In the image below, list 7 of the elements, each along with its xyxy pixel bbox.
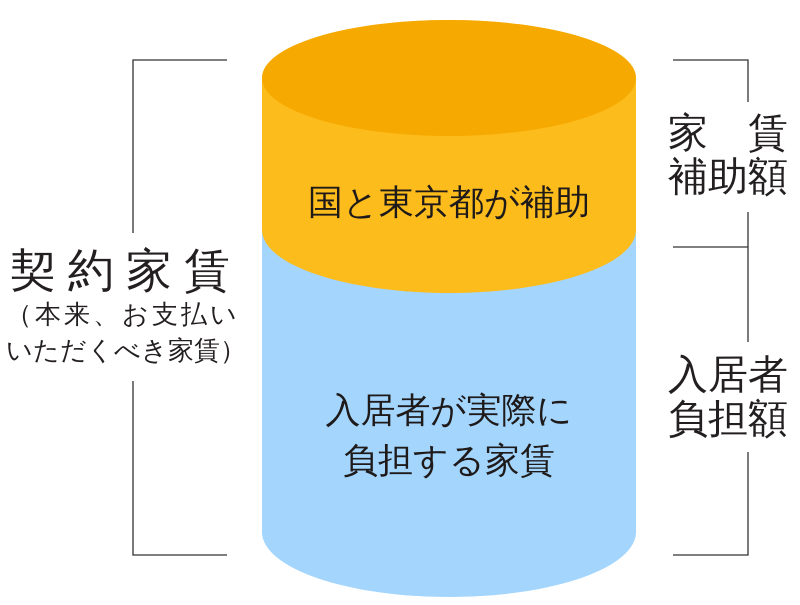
cylinder-segment: [262, 20, 636, 293]
bracket-note: （本来、お支払いいただくべき家賃）: [6, 299, 247, 368]
segment-text: 入居者が実際に負担する家賃: [324, 390, 574, 483]
bracket-label: 入居者負担額: [668, 353, 789, 441]
bracket-label: 家賃補助額: [668, 111, 789, 199]
bracket-label: 契約家賃: [10, 243, 243, 297]
segment-text: 国と東京都が補助: [307, 182, 591, 224]
